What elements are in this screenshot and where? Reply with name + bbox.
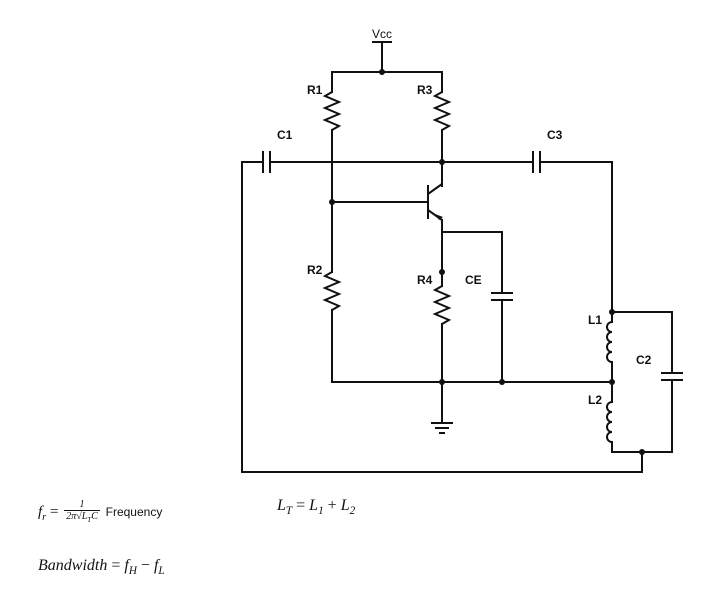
c3-label: C3 (547, 128, 563, 142)
ce-label: CE (465, 273, 482, 287)
l2-label: L2 (588, 393, 602, 407)
resistor-r3: R3 (417, 71, 452, 187)
freq-numerator: 1 (64, 499, 100, 511)
npn-transistor (331, 183, 443, 273)
frequency-equation: fr = 1 2π√LTC Frequency (38, 499, 163, 524)
inductor-l1: L1 (588, 311, 613, 383)
ground-symbol (431, 381, 453, 434)
bandwidth-equation: Bandwidth = fH − fL (38, 557, 165, 578)
junction-vcc (379, 69, 385, 75)
r3-label: R3 (417, 83, 433, 97)
c1-label: C1 (277, 128, 293, 142)
resistor-r2: R2 (307, 201, 342, 383)
freq-denominator: 2π√L (66, 511, 88, 522)
capacitor-c1: C1 (241, 128, 443, 173)
c2-label: C2 (636, 353, 652, 367)
capacitor-c2: C2 (611, 311, 683, 453)
r2-label: R2 (307, 263, 323, 277)
junction-ground-ce (499, 379, 505, 385)
inductor-l2: L2 (588, 381, 613, 453)
feedback-wire (241, 161, 643, 473)
resistor-r4: R4 (417, 271, 452, 383)
junction-emitter (439, 269, 445, 275)
resistor-r1: R1 (307, 71, 342, 203)
junction-collector (439, 159, 445, 165)
capacitor-c3: C3 (441, 128, 613, 313)
l1-label: L1 (588, 313, 602, 327)
r4-label: R4 (417, 273, 433, 287)
capacitor-ce: CE (441, 231, 513, 383)
vcc-label: Vcc (372, 27, 392, 41)
total-inductance-equation: LT = L1 + L2 (277, 497, 356, 518)
r1-label: R1 (307, 83, 323, 97)
frequency-text: Frequency (105, 504, 163, 519)
vcc-terminal: Vcc (372, 27, 392, 73)
